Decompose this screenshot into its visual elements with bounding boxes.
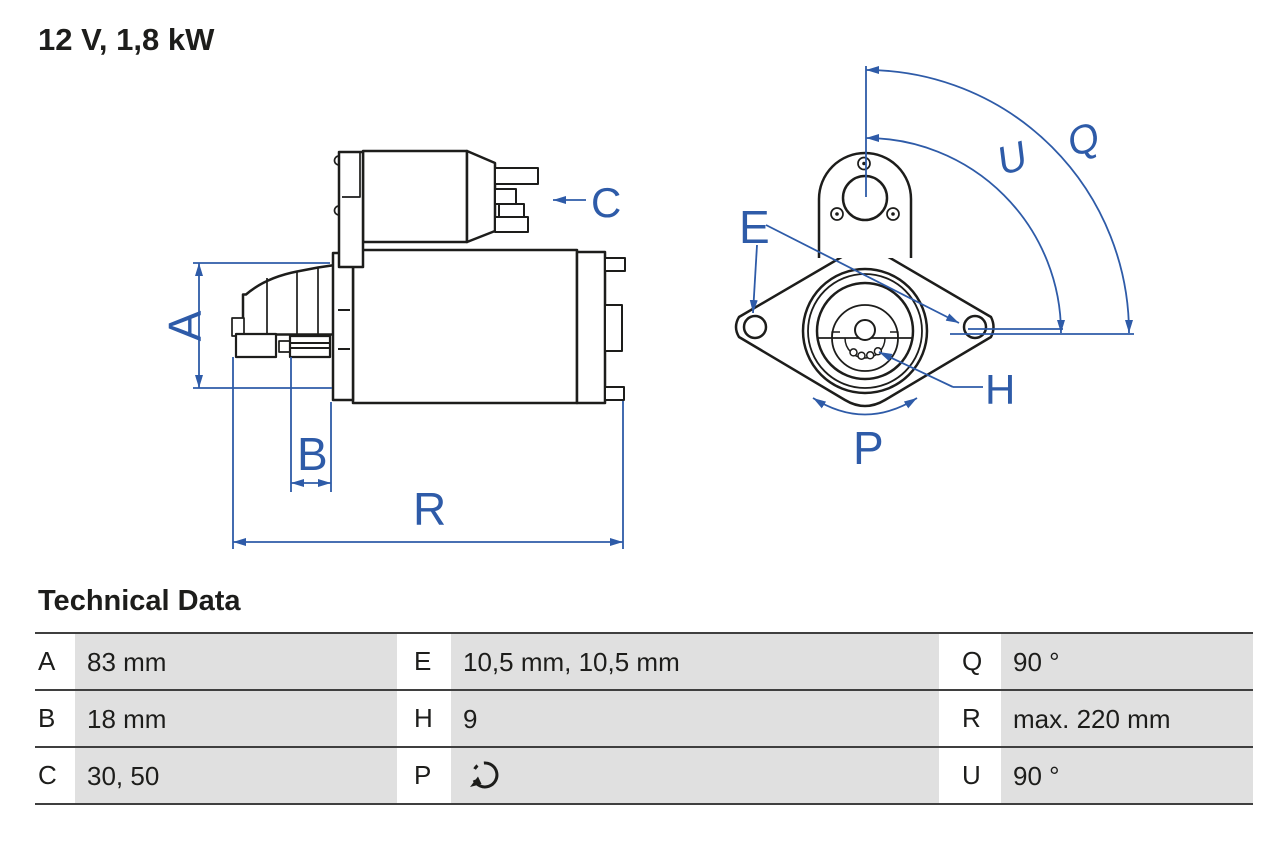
label-C: C (591, 179, 621, 226)
terminal-stud (494, 167, 539, 185)
starter-motor-drawing: A B C R (159, 66, 1134, 549)
table-value-B: 18 mm (75, 691, 397, 746)
table-key-Q: Q (939, 634, 1001, 689)
angle-arc-U (865, 134, 1065, 334)
shaft-hole (854, 319, 876, 341)
dimension-R (232, 357, 624, 549)
leader-E (749, 224, 960, 324)
dimension-A (193, 262, 332, 389)
front-view-dimensions (749, 66, 1134, 416)
table-key-C: C (35, 748, 75, 803)
table-row: B 18 mm H 9 R max. 220 mm (35, 689, 1253, 746)
side-view-dimensions (193, 196, 624, 549)
table-value-P (451, 748, 939, 803)
dimension-B (290, 357, 332, 492)
table-heading: Technical Data (38, 585, 241, 617)
table-value-H: 9 (451, 691, 939, 746)
front-view (734, 151, 995, 408)
label-A: A (159, 310, 211, 341)
table-key-E: E (397, 634, 451, 689)
label-E: E (739, 201, 770, 253)
table-value-E: 10,5 mm, 10,5 mm (451, 634, 939, 689)
label-R: R (413, 483, 446, 535)
table-key-U: U (939, 748, 1001, 803)
table-key-P: P (397, 748, 451, 803)
mounting-foot (288, 334, 332, 359)
label-B: B (297, 428, 328, 480)
table-value-R: max. 220 mm (1001, 691, 1253, 746)
label-Q: Q (1062, 114, 1105, 165)
table-value-U: 90 ° (1001, 748, 1253, 803)
table-value-A: 83 mm (75, 634, 397, 689)
table-value-Q: 90 ° (1001, 634, 1253, 689)
table-key-B: B (35, 691, 75, 746)
technical-data-section: Technical Data A 83 mm E 10,5 mm, 10,5 m… (0, 585, 1280, 805)
motor-body (331, 248, 626, 405)
lever-bracket (234, 332, 278, 359)
table-key-R: R (939, 691, 1001, 746)
table-key-H: H (397, 691, 451, 746)
label-H: H (985, 366, 1015, 413)
leader-H (878, 351, 983, 388)
table-value-C: 30, 50 (75, 748, 397, 803)
label-P: P (853, 422, 884, 474)
table-row: A 83 mm E 10,5 mm, 10,5 mm Q 90 ° (35, 632, 1253, 689)
label-U: U (992, 133, 1034, 184)
flange-hole-left (742, 314, 768, 340)
rotation-ccw-icon (470, 760, 499, 788)
page-title: 12 V, 1,8 kW (38, 22, 215, 57)
solenoid (333, 149, 539, 269)
rotation-arc-P (812, 397, 918, 416)
technical-data-table: A 83 mm E 10,5 mm, 10,5 mm Q 90 ° B 18 m… (35, 632, 1253, 805)
table-key-A: A (35, 634, 75, 689)
tab-center-hole (841, 174, 889, 222)
front-collar (331, 251, 355, 402)
drive-end-housing (231, 263, 337, 359)
side-view (231, 149, 626, 405)
table-row: C 30, 50 P U 90 ° (35, 746, 1253, 803)
